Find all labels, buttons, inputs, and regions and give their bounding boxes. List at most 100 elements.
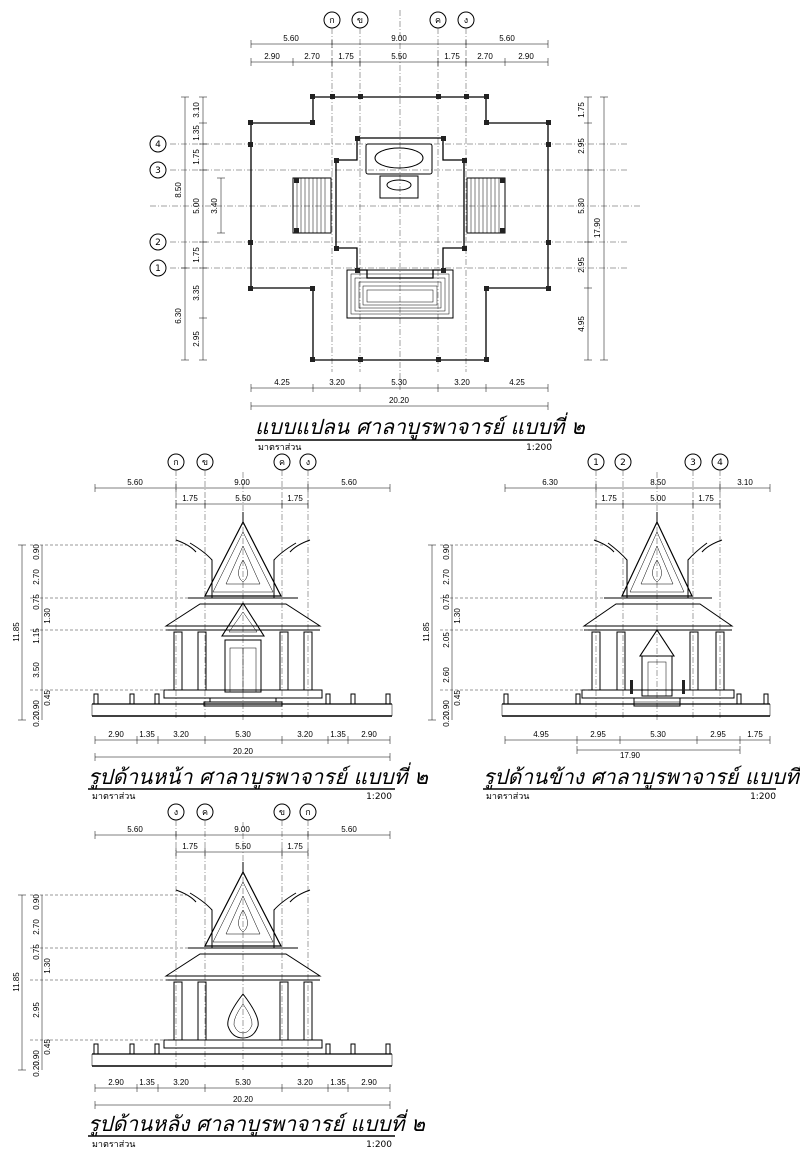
- dimension-label: 2.95: [590, 730, 606, 739]
- dimension-label: 1.30: [43, 608, 52, 624]
- dimension-label: 11.85: [422, 622, 431, 642]
- grid-bubble-label: 2: [155, 238, 161, 248]
- stair-right: [466, 177, 506, 234]
- dimension-label: 2.60: [442, 667, 451, 683]
- dimension-label: 5.60: [127, 478, 143, 487]
- dimension-label: 2.90: [108, 1078, 124, 1087]
- dimension-label: 4.25: [274, 378, 290, 387]
- front-building: [91, 512, 393, 717]
- dimension-label: 5.30: [391, 378, 407, 387]
- dimension-label: 20.20: [233, 1095, 254, 1104]
- dimension-label: 1.30: [43, 958, 52, 974]
- plan-left-dimensions: 8.50 6.30 3.10 1.35 1.75 5.00 1.75 3.35 …: [174, 96, 225, 361]
- plan-scale-label: มาตราส่วน: [258, 443, 301, 453]
- back-top-dimensions: 5.60 9.00 5.60 1.75 5.50 1.75: [94, 825, 391, 856]
- dimension-label: 0.90: [442, 700, 451, 716]
- dimension-label: 8.50: [650, 478, 666, 487]
- dimension-label: 5.60: [283, 34, 299, 43]
- dimension-label: 3.20: [173, 1078, 189, 1087]
- dimension-label: 2.90: [361, 730, 377, 739]
- dimension-label: 17.90: [620, 751, 641, 760]
- dimension-label: 1.75: [338, 52, 354, 61]
- dimension-label: 0.20: [32, 1061, 41, 1077]
- grid-bubble-label: ง: [464, 16, 468, 26]
- dimension-label: 2.70: [32, 569, 41, 585]
- dimension-label: 6.30: [542, 478, 558, 487]
- plan-right-dimensions: 1.75 2.95 5.30 2.95 4.95 17.90: [577, 96, 608, 361]
- dimension-label: 1.35: [330, 730, 346, 739]
- dimension-label: 8.50: [174, 182, 183, 198]
- grid-bubble-label: ง: [306, 458, 310, 468]
- dimension-label: 0.75: [32, 944, 41, 960]
- plan-grid-bubbles-top: ก ข ค ง: [323, 11, 475, 29]
- dimension-label: 0.90: [32, 894, 41, 910]
- stair-left: [292, 177, 332, 234]
- altar-platform: [365, 143, 433, 175]
- dimension-label: 9.00: [391, 34, 407, 43]
- dimension-label: 1.15: [32, 628, 41, 644]
- plan-bottom-dimensions: 4.25 3.20 5.30 3.20 4.25 20.20: [250, 378, 549, 410]
- dimension-label: 1.75: [182, 494, 198, 503]
- plan-top-dimensions: 5.60 9.00 5.60 2.90 2.70 1.75 5.50 1.75 …: [250, 34, 549, 66]
- back-grid-bubbles: ง ค ข ก: [167, 803, 317, 821]
- dimension-label: 5.00: [650, 494, 666, 503]
- grid-bubble-label: 2: [620, 458, 626, 468]
- dimension-label: 4.25: [509, 378, 525, 387]
- dimension-label: 1.75: [287, 842, 303, 851]
- grid-bubble-label: 4: [717, 458, 723, 468]
- dimension-label: 2.90: [361, 1078, 377, 1087]
- dimension-label: 4.95: [577, 316, 586, 332]
- back-scale-label: มาตราส่วน: [92, 1140, 135, 1150]
- dimension-label: 2.95: [577, 138, 586, 154]
- grid-bubble-label: ง: [174, 808, 178, 818]
- dimension-label: 9.00: [234, 825, 250, 834]
- dimension-label: 0.45: [43, 1039, 52, 1055]
- dimension-label: 3.20: [173, 730, 189, 739]
- grid-bubble-label: ก: [173, 458, 178, 468]
- dimension-label: 1.75: [182, 842, 198, 851]
- dimension-label: 5.50: [235, 494, 251, 503]
- grid-bubble-label: ข: [202, 458, 208, 468]
- altar-base: [379, 175, 419, 199]
- front-scale-value: 1:200: [366, 792, 392, 802]
- side-grid-bubbles: 1 2 3 4: [587, 453, 729, 471]
- dimension-label: 0.20: [32, 711, 41, 727]
- grid-bubble-label: ค: [435, 16, 441, 26]
- dimension-label: 1.75: [444, 52, 460, 61]
- dimension-label: 2.05: [442, 632, 451, 648]
- plan-columns: [248, 94, 551, 362]
- dimension-label: 20.20: [233, 747, 254, 756]
- stair-front: [346, 269, 454, 319]
- dimension-label: 0.90: [32, 1050, 41, 1066]
- dimension-label: 5.50: [235, 842, 251, 851]
- dimension-label: 0.90: [32, 700, 41, 716]
- grid-bubble-label: 3: [690, 458, 696, 468]
- grid-bubble-label: 1: [155, 264, 161, 274]
- dimension-label: 0.20: [442, 711, 451, 727]
- dimension-label: 5.50: [391, 52, 407, 61]
- dimension-label: 4.95: [533, 730, 549, 739]
- dimension-label: 2.70: [477, 52, 493, 61]
- dimension-label: 1.75: [192, 149, 201, 165]
- dimension-label: 1.75: [698, 494, 714, 503]
- dimension-label: 0.45: [453, 690, 462, 706]
- dimension-label: 2.95: [577, 257, 586, 273]
- dimension-label: 3.50: [32, 662, 41, 678]
- dimension-label: 5.30: [235, 1078, 251, 1087]
- plan-scale-value: 1:200: [526, 443, 552, 453]
- dimension-label: 3.20: [297, 1078, 313, 1087]
- dimension-label: 5.60: [127, 825, 143, 834]
- grid-bubble-label: ก: [305, 808, 310, 818]
- dimension-label: 0.45: [43, 690, 52, 706]
- dimension-label: 6.30: [174, 308, 183, 324]
- dimension-label: 3.35: [192, 285, 201, 301]
- dimension-label: 2.95: [192, 331, 201, 347]
- dimension-label: 2.70: [442, 569, 451, 585]
- grid-bubble-label: ข: [279, 808, 285, 818]
- grid-bubble-label: 1: [593, 458, 599, 468]
- grid-bubble-label: 3: [155, 166, 161, 176]
- side-building: [501, 512, 771, 717]
- dimension-label: 3.20: [297, 730, 313, 739]
- front-title: รูปด้านหน้า ศาลาบูรพาจารย์ แบบที่ ๒: [88, 762, 428, 790]
